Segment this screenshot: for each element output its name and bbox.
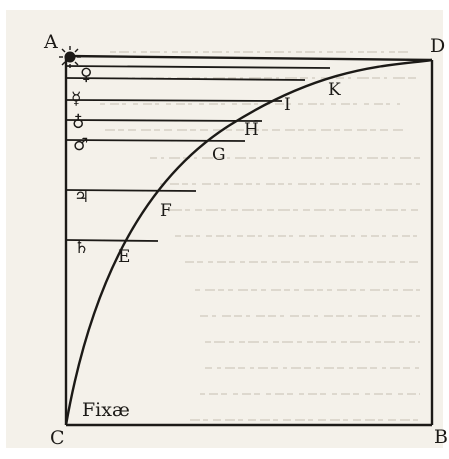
orbit-line-7 <box>65 239 159 242</box>
curve-label-k: K <box>328 80 341 100</box>
curve-label-i: I <box>284 95 291 115</box>
curve-label-h: H <box>244 120 259 140</box>
jupiter-symbol: ♃ <box>74 187 89 207</box>
orbit-lines <box>65 65 331 242</box>
saturn-symbol: ♄ <box>74 238 89 258</box>
mars-symbol: ♂ <box>73 135 88 155</box>
corner-label-a: A <box>43 31 58 53</box>
paper-sheet <box>6 10 443 448</box>
fixae-caption: Fixæ <box>82 399 130 421</box>
curve-label-g: G <box>212 145 226 165</box>
top-edge-ad <box>65 54 433 62</box>
orbit-line-4 <box>65 119 263 122</box>
sun-icon <box>59 46 81 68</box>
orbit-line-3 <box>65 99 283 102</box>
earth-symbol: ♁ <box>72 113 84 133</box>
corner-label-b: B <box>434 426 448 448</box>
curve-label-e: E <box>118 247 130 267</box>
orbit-line-2 <box>65 77 306 81</box>
trajectory-curve <box>64 58 433 426</box>
corner-label-c: C <box>50 427 65 449</box>
orbit-line-6 <box>65 189 197 192</box>
mercury-symbol: ☿ <box>71 89 81 109</box>
orbit-line-5 <box>65 139 246 142</box>
venus-symbol: ♀ <box>80 65 92 85</box>
corner-label-d: D <box>430 35 445 57</box>
curve-label-f: F <box>160 201 172 221</box>
bleed-through-texture <box>100 51 420 421</box>
orbit-line-1 <box>65 65 331 69</box>
